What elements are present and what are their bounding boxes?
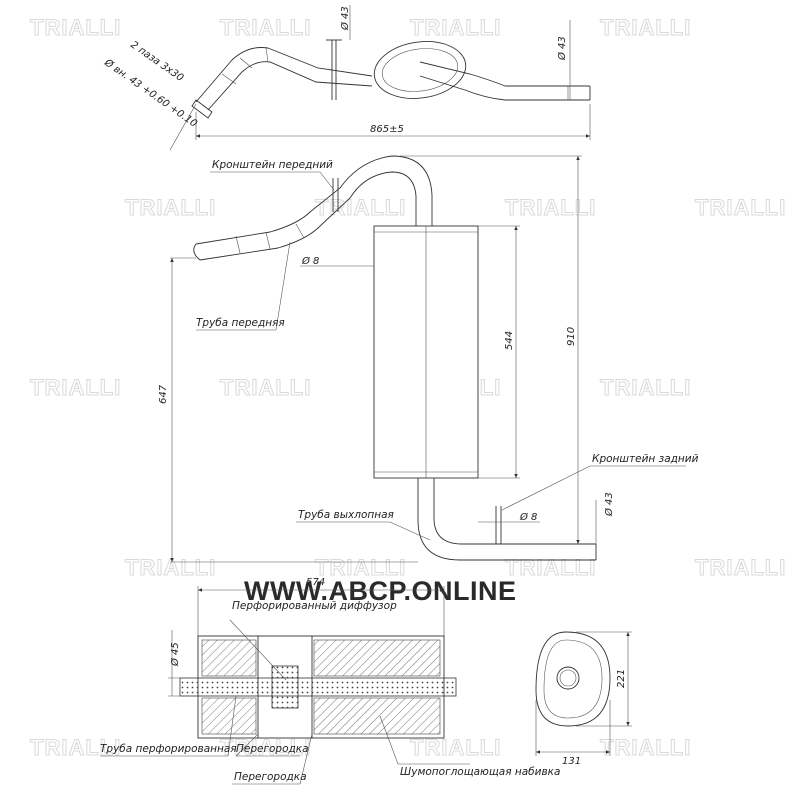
- label-front-pipe: Труба передняя: [196, 317, 285, 329]
- perforated-diffuser: [271, 665, 299, 709]
- section-view: 574 Ø 45 Перфорированный диффузор Труба …: [100, 577, 560, 785]
- top-muffler-body: [373, 41, 467, 99]
- top-inlet-pipe-lower: [207, 61, 373, 111]
- watermark-text: TRIALLI: [600, 15, 691, 40]
- exhaust-pipe-outer: [417, 478, 596, 561]
- end-view-outer: [535, 631, 611, 727]
- watermark-text: TRIALLI: [695, 555, 786, 580]
- watermark-text: TRIALLI: [695, 195, 786, 220]
- watermark-text: TRIALLI: [220, 15, 311, 40]
- absorbing-fill-upper: [313, 639, 441, 677]
- top-view: 865±5 Ø 43 Ø 43 2 паза 3х30 Ø вн. 43 +0.…: [101, 5, 591, 151]
- watermark-text: TRIALLI: [30, 375, 121, 400]
- end-view-outlet: [556, 666, 580, 690]
- label-perforated-pipe: Труба перфорированная: [100, 743, 237, 755]
- dim-end-height: 221: [616, 669, 627, 688]
- dim-bracket-diameter: Ø 43: [339, 6, 351, 31]
- watermark-text: TRIALLI: [410, 15, 501, 40]
- dim-pipe-diameter: Ø 45: [169, 642, 181, 667]
- dim-total-length: 865±5: [370, 124, 404, 135]
- end-view: 221 131: [535, 631, 632, 767]
- dim-height-647: 647: [158, 384, 169, 404]
- watermark-text: TRIALLI: [125, 555, 216, 580]
- side-view: 647 544 910 Ø 43 Ø 8 Ø 8 Кронштейн перед…: [158, 155, 699, 563]
- watermark-text: TRIALLI: [125, 195, 216, 220]
- watermark-text: TRIALLI: [600, 735, 691, 760]
- label-rear-bracket: Кронштейн задний: [592, 453, 699, 465]
- label-baffle-2: Перегородка: [234, 771, 307, 783]
- dim-body-length: 544: [504, 331, 515, 350]
- exhaust-pipe-inner: [433, 478, 596, 545]
- dim-inlet-diameter: Ø вн. 43 +0.60 +0.10: [101, 56, 199, 130]
- dim-front-bracket: Ø 8: [301, 255, 319, 267]
- watermark-text: TRIALLI: [30, 15, 121, 40]
- front-pipe-inner: [199, 171, 417, 261]
- watermark-text: TRIALLI: [315, 555, 406, 580]
- watermark-text: TRIALLI: [505, 195, 596, 220]
- dim-outlet-diameter: Ø 43: [556, 36, 568, 61]
- top-inlet-pipe-upper: [195, 47, 373, 103]
- watermark-text: TRIALLI: [220, 375, 311, 400]
- label-front-bracket: Кронштейн передний: [212, 159, 333, 171]
- dim-end-width: 131: [562, 756, 581, 767]
- watermark-text: TRIALLI: [505, 555, 596, 580]
- absorbing-fill-lower: [313, 697, 441, 735]
- label-baffle-1: Перегородка: [236, 743, 309, 755]
- label-absorbing-fill: Шумопоглощающая набивка: [400, 766, 560, 778]
- dim-total-height: 910: [566, 327, 577, 346]
- watermark-text: TRIALLI: [410, 735, 501, 760]
- label-perforated-diffuser: Перфорированный диффузор: [232, 600, 397, 612]
- label-exhaust-pipe: Труба выхлопная: [298, 509, 394, 521]
- watermark-text: TRIALLI: [315, 195, 406, 220]
- dim-section-length: 574: [306, 577, 325, 588]
- watermark-text: TRIALLI: [600, 375, 691, 400]
- front-pipe-outer: [195, 155, 433, 245]
- watermark-grid: TRIALLI TRIALLI TRIALLI TRIALLI TRIALLI …: [30, 15, 786, 761]
- top-outlet-pipe-upper: [419, 61, 590, 87]
- dim-rear-bracket: Ø 8: [519, 511, 537, 523]
- top-inlet-end: [191, 99, 213, 119]
- perforated-pipe: [179, 677, 457, 697]
- top-outlet-pipe-lower: [419, 75, 590, 101]
- dim-outlet-diameter-side: Ø 43: [603, 492, 615, 517]
